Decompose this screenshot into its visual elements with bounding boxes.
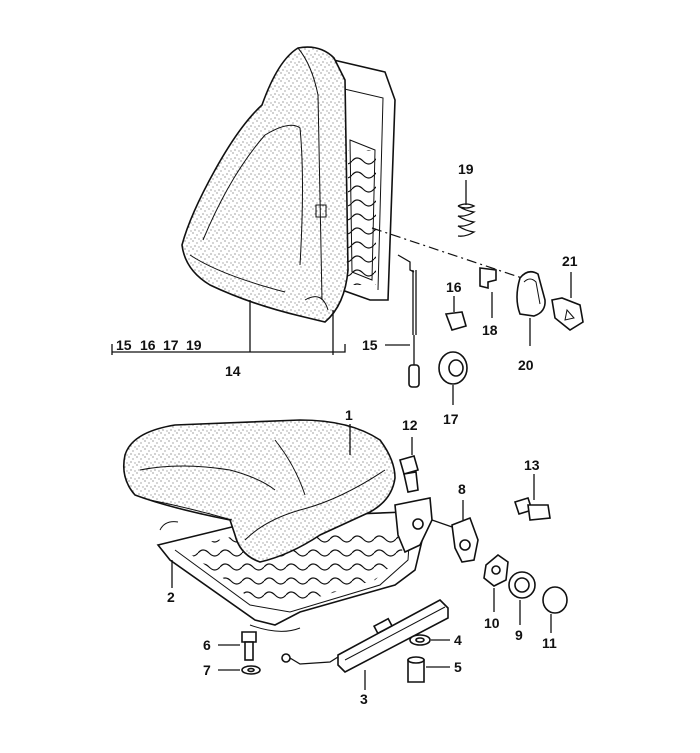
- group-14-part-list: 15 16 17 19: [116, 337, 202, 353]
- part-21-knob: [551, 272, 584, 331]
- backrest-leaders: [111, 300, 346, 355]
- callout-labels: 1 2 3 4 5 6 7 8 9 10 11 12 13 14 15 16 1…: [167, 161, 578, 707]
- callout-11: 11: [542, 635, 557, 651]
- callout-15: 15: [362, 337, 378, 353]
- callout-19: 19: [458, 161, 474, 177]
- callout-8: 8: [458, 481, 466, 497]
- callout-6: 6: [203, 637, 211, 653]
- part-15-release-rod: [385, 254, 420, 388]
- callout-17: 17: [443, 411, 459, 427]
- callout-20: 20: [518, 357, 534, 373]
- callout-13: 13: [524, 457, 540, 473]
- part-16-clip: [444, 296, 467, 331]
- callout-16: 16: [446, 279, 462, 295]
- part-7-washer: [218, 665, 261, 675]
- callout-12: 12: [402, 417, 418, 433]
- callout-5: 5: [454, 659, 462, 675]
- callout-4: 4: [454, 632, 462, 648]
- part-13-bolt: [513, 474, 551, 521]
- callout-7: 7: [203, 662, 211, 678]
- callout-21: 21: [562, 253, 578, 269]
- part-19-spring: [457, 180, 476, 237]
- part-4-washer: [409, 634, 450, 646]
- part-11-cap: [542, 586, 568, 633]
- part-5-nut: [407, 656, 450, 683]
- backrest-cushion: [181, 46, 349, 323]
- callout-9: 9: [515, 627, 523, 643]
- part-12-bolt: [399, 437, 419, 493]
- part-9-knob: [508, 571, 536, 625]
- part-6-bolt: [218, 631, 257, 661]
- seat-side-bracket: [394, 497, 456, 554]
- callout-18: 18: [482, 322, 498, 338]
- group-14-item: 19: [186, 337, 202, 353]
- part-17-bushing: [438, 351, 468, 405]
- part-10-plate: [483, 553, 509, 612]
- group-14-item: 15: [116, 337, 132, 353]
- part-3-slide-rail: [281, 599, 449, 690]
- part-18-bracket: [479, 267, 497, 318]
- seat-leaders: [171, 424, 351, 588]
- callout-10: 10: [484, 615, 500, 631]
- seat-frame: [156, 511, 426, 632]
- callout-3: 3: [360, 691, 368, 707]
- part-8-cover: [451, 500, 479, 563]
- assembly-line: [371, 227, 523, 279]
- part-20-cover: [516, 270, 546, 346]
- callout-14: 14: [225, 363, 241, 379]
- callout-1: 1: [345, 407, 353, 423]
- callout-2: 2: [167, 589, 175, 605]
- group-14-item: 17: [163, 337, 179, 353]
- group-14-item: 16: [140, 337, 156, 353]
- seat-cushion: [122, 419, 396, 563]
